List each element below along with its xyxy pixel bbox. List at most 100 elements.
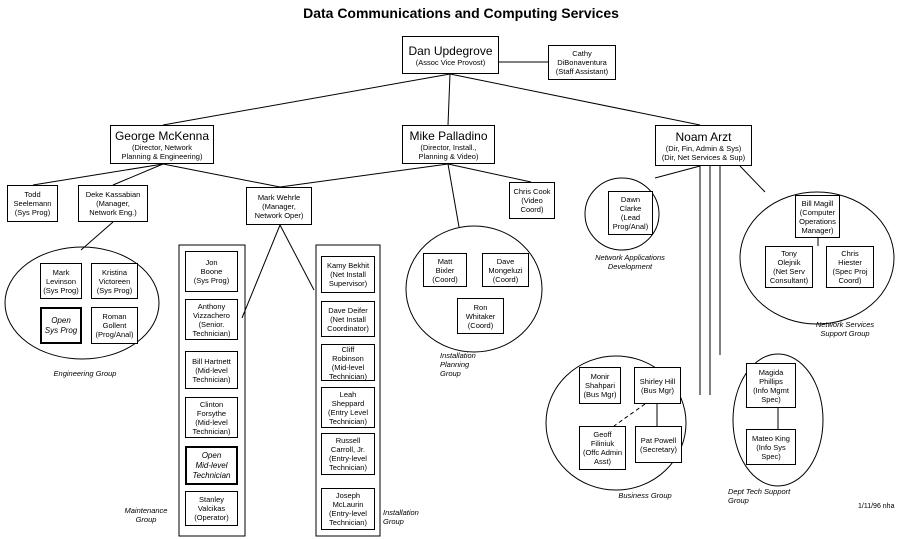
dave-mongeluzi-box: Dave Mongeluzi (Coord)	[482, 253, 529, 287]
chris-cook-box: Chris Cook (Video Coord)	[509, 182, 555, 219]
engineering-group-label: Engineering Group	[53, 369, 117, 378]
person-name: Shirley Hill	[639, 376, 676, 386]
ron-whitaker-box: Ron Whitaker (Coord)	[457, 298, 504, 334]
russell-carroll-box: Russell Carroll, Jr. (Entry-level Techni…	[321, 433, 375, 475]
planning-group-label: Installation Planning Group	[440, 351, 476, 378]
clinton-forsythe-box: Clinton Forsythe (Mid-level Technician)	[185, 397, 238, 438]
connector-line	[739, 165, 766, 193]
geoff-filiniuk-box: Geoff Filiniuk (Offc Admin Asst)	[579, 426, 626, 470]
person-title: (Entry-level Technician)	[329, 454, 367, 472]
connector-line	[241, 224, 281, 319]
person-title: (Info Mgmt Spec)	[753, 385, 789, 404]
nss-group-label: Network Services Support Group	[815, 320, 875, 338]
person-name: Pat Powell	[640, 435, 677, 445]
cliff-robinson-box: Cliff Robinson (Mid-level Technician)	[321, 344, 375, 381]
person-name: Geoff Filiniuk	[590, 430, 615, 448]
person-name: Bill Magill	[801, 198, 834, 208]
page-title: Data Communications and Computing Servic…	[303, 5, 619, 21]
connector-line	[447, 163, 460, 228]
person-name: Matt Bixler	[435, 256, 455, 275]
stanley-valcikas-box: Stanley Valcikas (Operator)	[185, 491, 238, 526]
nss-group-circle	[739, 191, 895, 325]
person-name: Leah Sheppard	[331, 389, 365, 408]
anthony-vizzachero-box: Anthony Vizzachero (Senior. Technician)	[185, 299, 238, 340]
person-title: (Operator)	[194, 513, 229, 522]
mateo-king-box: Mateo King (Info Sys Spec)	[746, 429, 796, 465]
person-title: (Coord)	[467, 320, 494, 330]
person-name: Chris Hiester	[838, 249, 862, 267]
person-title: (Manager, Network Eng.)	[89, 199, 137, 217]
connector-line	[162, 73, 451, 126]
date-stamp: 1/11/96 nha	[858, 503, 895, 510]
person-name: Mike Palladino	[409, 128, 488, 143]
connector-line	[279, 224, 315, 291]
person-title: (Prog/Anal)	[95, 330, 134, 339]
connector-line	[80, 221, 114, 251]
person-name: Noam Arzt	[675, 129, 732, 144]
person-name: Jon Boone	[200, 258, 223, 276]
open-sys-prog-box: Open Sys Prog	[40, 307, 82, 344]
connector-line	[447, 73, 451, 126]
tony-olejnik-box: Tony Olejnik (Net Serv Consultant)	[765, 246, 813, 288]
kristina-victoreen-box: Kristina Victoreen (Sys Prog)	[91, 263, 138, 299]
person-title: (Offc Admin Asst)	[582, 448, 623, 466]
person-title: (Staff Assistant)	[555, 67, 609, 76]
person-name: Mateo King	[752, 433, 790, 443]
connector-line	[449, 73, 701, 126]
jon-boone-box: Jon Boone (Sys Prog)	[185, 251, 238, 292]
person-title: (Net Serv Consultant)	[769, 267, 809, 285]
person-title: (Info Sys Spec)	[756, 442, 786, 461]
joseph-mclaurin-box: Joseph McLaurin (Entry-level Technician)	[321, 488, 375, 530]
person-title: (Video Coord)	[520, 196, 544, 214]
person-title: (Secretary)	[639, 444, 678, 454]
person-name: Joseph McLaurin	[332, 491, 364, 509]
george-mckenna-box: George McKenna (Director, Network Planni…	[110, 125, 214, 164]
person-name: Kamy Bekhit	[326, 261, 370, 270]
person-title: (Director, Install., Planning & Video)	[418, 142, 479, 161]
person-title: (Dir, Fin, Admin & Sys) (Dir, Net Servic…	[661, 143, 746, 162]
person-name: Mark Wehrle	[257, 192, 301, 202]
leah-sheppard-box: Leah Sheppard (Entry Level Technician)	[321, 387, 375, 428]
business-group-label: Business Group	[618, 491, 672, 500]
person-title: (Bus Mgr)	[583, 390, 617, 399]
installation-group-frame	[315, 244, 381, 537]
deke-kassabian-box: Deke Kassabian (Manager, Network Eng.)	[78, 185, 148, 222]
nad-group-label: Network Applications Development	[595, 253, 665, 271]
engineering-group-circle	[4, 246, 160, 360]
connector-line	[112, 163, 164, 186]
dave-deifer-box: Dave Deifer (Net Install Coordinator)	[321, 301, 375, 337]
person-title: (Assoc Vice Provost)	[415, 57, 486, 67]
tech-group-label: Dept Tech Support Group	[728, 487, 791, 505]
person-title: (Spec Proj Coord)	[832, 267, 868, 285]
matt-bixler-box: Matt Bixler (Coord)	[423, 253, 467, 287]
person-title: (Lead Prog/Anal)	[612, 213, 649, 231]
person-name: Dave Deifer	[328, 305, 368, 315]
tech-group-circle	[732, 353, 824, 487]
open-mid-level-technician-box: Open Mid-level Technician	[185, 446, 238, 485]
nad-group-circle	[584, 177, 660, 251]
mike-palladino-box: Mike Palladino (Director, Install., Plan…	[402, 125, 495, 164]
person-name: Deke Kassabian	[85, 190, 141, 199]
todd-seelemann-box: Todd Seelemann (Sys Prog)	[7, 185, 58, 222]
person-name: Todd Seelemann	[13, 190, 52, 208]
person-name: Open Sys Prog	[44, 315, 78, 335]
planning-group-circle	[405, 225, 543, 353]
connector-line	[279, 163, 449, 188]
person-name: Chris Cook	[513, 187, 551, 196]
person-name: Roman Gollent	[102, 312, 127, 330]
person-title: (Director, Network Planning & Engineerin…	[121, 142, 203, 161]
person-title: (Sys Prog)	[96, 285, 133, 295]
person-title: (Mid-level Technician)	[192, 417, 231, 436]
person-title: (Net Install Supervisor)	[328, 270, 368, 288]
person-title: (Computer Operations Manager)	[799, 207, 836, 235]
mark-levinson-box: Mark Levinson (Sys Prog)	[40, 263, 82, 299]
dawn-clarke-box: Dawn Clarke (Lead Prog/Anal)	[608, 191, 653, 235]
magida-phillips-box: Magida Phillips (Info Mgmt Spec)	[746, 363, 796, 408]
person-name: George McKenna	[114, 128, 210, 143]
person-title: (Sys Prog)	[43, 285, 79, 295]
person-name: Anthony Vizzachero	[193, 301, 230, 320]
person-title: (Senior. Technician)	[192, 319, 231, 338]
person-name: Monir Shahpari	[584, 372, 616, 390]
person-name: Dawn Clarke	[619, 195, 642, 213]
